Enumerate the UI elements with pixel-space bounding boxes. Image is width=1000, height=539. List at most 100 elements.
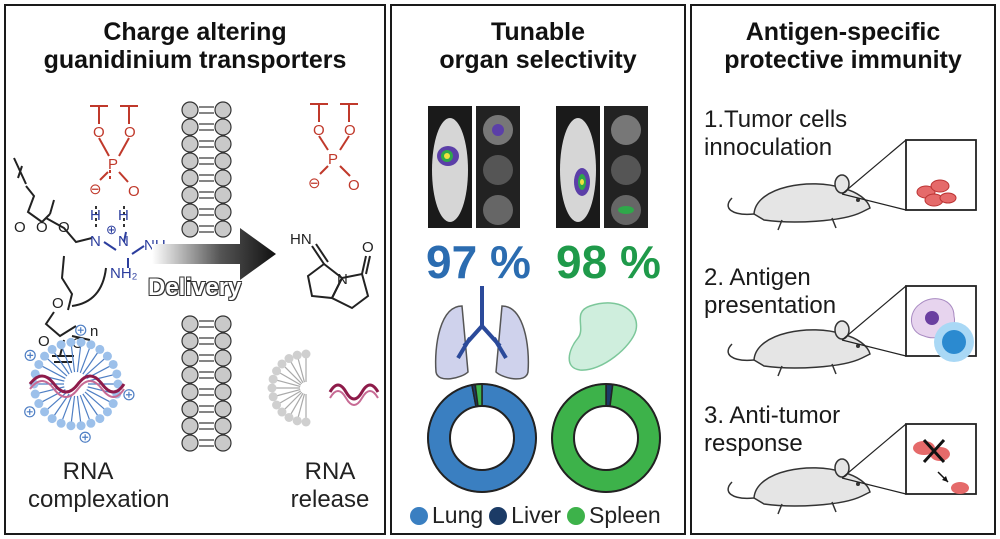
lipid-head [272,400,282,410]
transporter-head [30,389,40,399]
lipid-head [214,400,232,418]
caption-line: complexation [28,486,170,513]
atom-o: O [344,122,356,139]
donut-outline [551,383,661,493]
atom-h: H [90,207,101,224]
zoom-line [841,477,907,495]
transporter-chain [53,352,70,375]
transporter-head [56,418,66,428]
caption-line: RNA [304,458,356,485]
product-atoms: HN O N [290,231,374,288]
transporter-chain [84,391,105,410]
lipid-head [214,220,232,238]
step-2-text: 2. Antigen presentation [704,264,836,320]
guanidinium-group [103,231,145,268]
atom-n: N [337,271,348,288]
title-line-2: organ selectivity [439,46,637,74]
rna-strand [28,374,126,394]
lipid-tail [297,393,306,418]
antigen-presenting-cell-icon [911,298,974,362]
legend-swatch-liver [489,506,508,525]
delivery-label: Delivery [147,274,242,302]
atom-o: O [348,177,360,194]
lipid-head [181,203,199,221]
donut-hole [449,405,515,471]
lipid-head [268,392,278,402]
panel-title: Antigen-specific protective immunity [692,18,994,74]
title-line-1: Tunable [491,18,585,46]
lipid-tail [284,366,303,385]
lipid-head [301,349,311,359]
phosphate-group-left [90,105,138,183]
atom-p: P [108,156,118,173]
rna-polyplex [24,324,135,443]
inset-box [905,423,977,495]
transporter-head [34,399,44,409]
zoom-line [841,193,907,211]
transporter-head [108,399,118,409]
atom-o: O [52,295,64,312]
step-1-text: 1.Tumor cells innoculation [704,106,847,162]
legend-label-spleen: Spleen [589,502,661,528]
transporter-head [95,344,105,354]
bicyclic-product [306,243,371,310]
transporter-chain [61,348,73,373]
title-line-1: Charge altering [103,18,287,46]
transporter-chain [82,393,99,416]
panel-organ-selectivity: Tunable organ selectivity [390,4,686,535]
lipid-head [181,135,199,153]
transporter-chain [86,389,110,403]
caption-complexation: RNA complexation [28,458,170,514]
tumor-killing-icon [913,438,969,494]
donut-hole [573,405,639,471]
lipid-head [272,366,282,376]
atom-n: N [118,233,129,250]
positive-charge-icon [27,352,34,359]
transporter-head [86,340,96,350]
transporter-head [112,369,122,379]
lipid-head [214,101,232,119]
transporter-chain [84,358,105,377]
atom-o: O [362,239,374,256]
lipid-head [292,350,302,360]
transporter-chain [47,391,68,410]
rna-strand [29,380,125,398]
spleen-icon [568,302,638,371]
zoom-line [841,139,907,195]
transporter-head [66,421,76,431]
transporter-head [95,414,105,424]
legend-swatch-lung [410,506,428,525]
lipid-head [214,135,232,153]
lipid-head [214,118,232,136]
panel-title: Charge altering guanidinium transporters [6,18,384,74]
imaging-spleen-mouse [556,106,600,228]
lipid-head [214,186,232,204]
atom-o: O [93,124,105,141]
legend-label-lung: Lung [432,502,484,528]
transporter-chain [76,346,82,373]
transporter-chain [61,395,73,420]
lipid-head [181,434,199,452]
phosphate-atoms-right: O O P ⊖ O [308,122,360,194]
transporter-chain [47,358,68,377]
lipid-head [181,383,199,401]
caption-line: release [290,486,370,513]
mouse-icon [727,174,871,231]
transporter-head [113,379,123,389]
lipid-bilayer-top [181,101,232,238]
lipid-head [214,315,232,333]
lipid-head [301,417,311,427]
transporter-chain [70,395,76,422]
transporter-head [76,421,86,431]
transporter-chemistry-diagram: O O P ⊖ O O O [13,101,380,452]
atom-o: O [38,333,50,350]
lipid-tail [284,391,303,410]
lipid-head [214,383,232,401]
lipid-head [277,407,287,417]
step-3-text: 3. Anti-tumor response [704,402,840,458]
lipid-bilayer-bottom [181,315,232,452]
lung-percent-text: 97 % [426,236,531,288]
atom-o: O [14,219,26,236]
polymer-backbone [13,157,107,363]
transporter-chain [87,374,114,382]
